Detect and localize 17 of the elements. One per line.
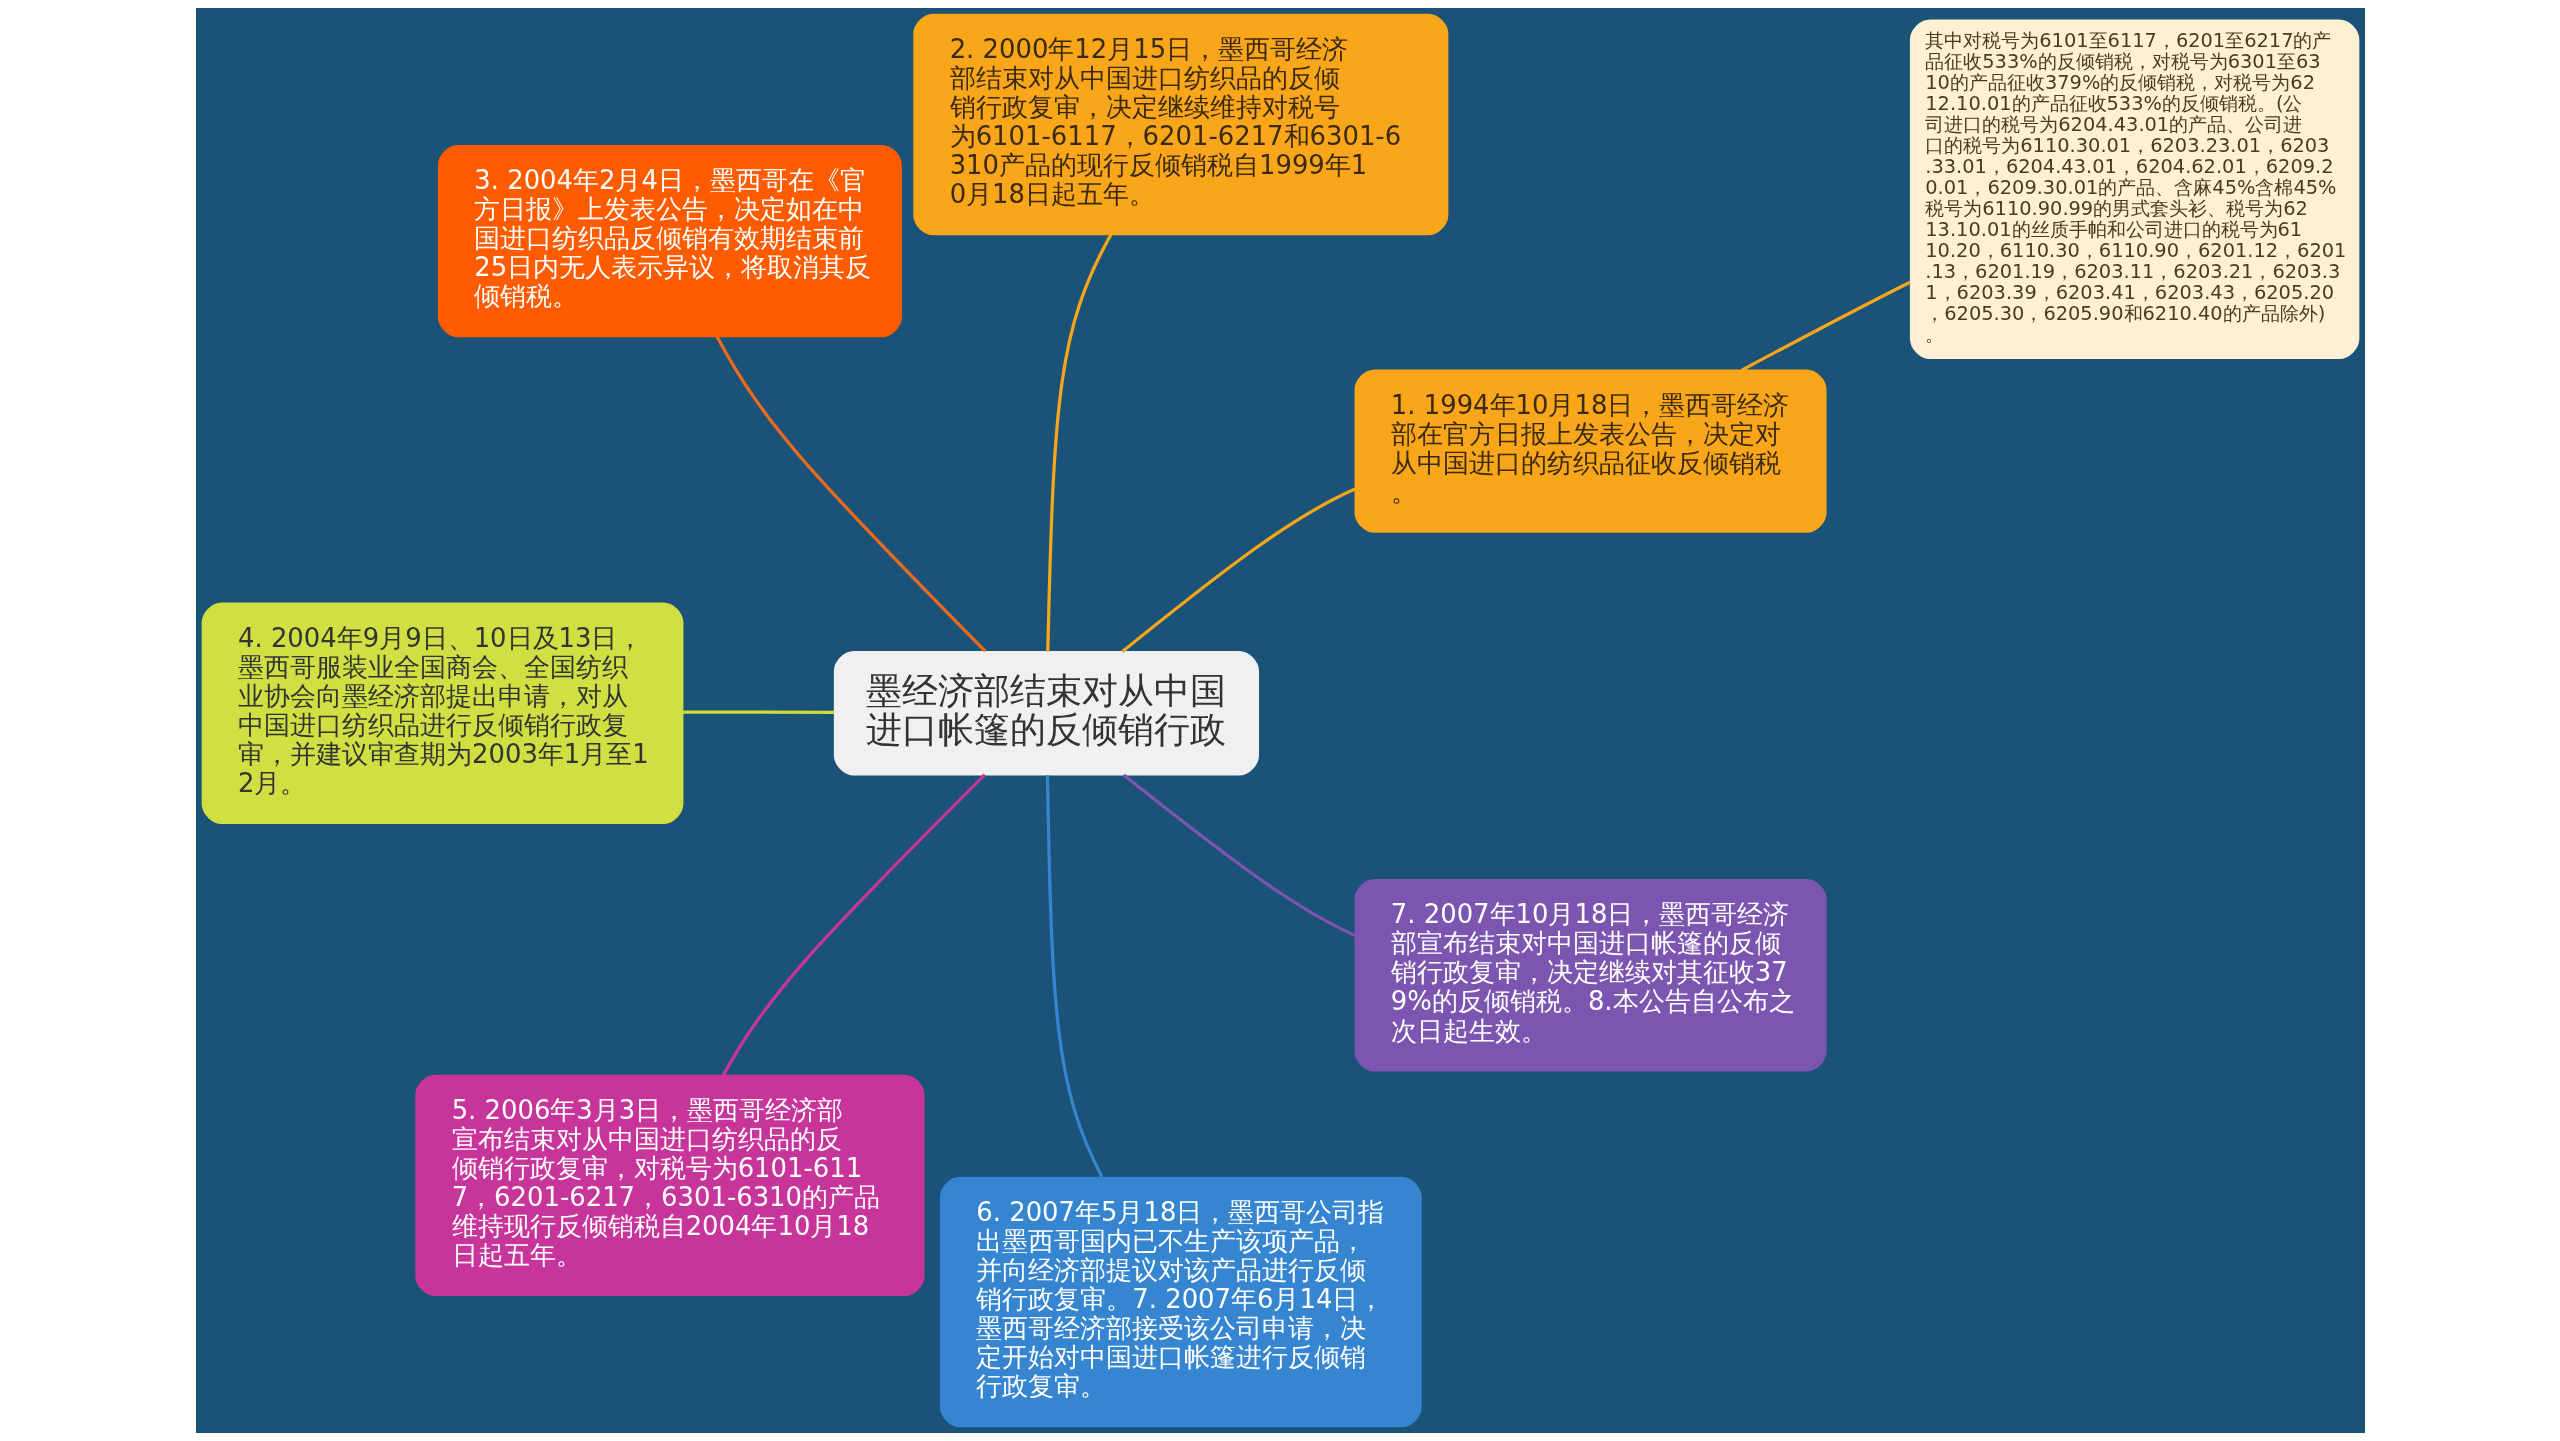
connector bbox=[1122, 773, 1356, 937]
node-box: 7. 2007年10月18日，墨西哥经济部宣布结束对中国进口帐篷的反倾销行政复审，决定继续对其征收379%的反倾销税。8.本公告自公布之次日起生效。 bbox=[1354, 879, 1827, 1072]
connector bbox=[1120, 487, 1356, 653]
node-box: 6. 2007年5月18日，墨西哥公司指出墨西哥国内已不生产该项产品，并向经济部提议对该产品进行反倾销行政复审。7. 2007年6月14日，墨西哥经济部接受该公司申请，决定开始对中国进口帐篷进行反倾销行政复审。 bbox=[939, 1176, 1422, 1428]
connector bbox=[1045, 775, 1103, 1178]
connector bbox=[1045, 233, 1112, 652]
connector bbox=[721, 773, 986, 1077]
connector bbox=[682, 710, 834, 715]
node-box: 其中对税号为6101至6117，6201至6217的产品征收533%的反倾销税，对税号为6301至6310的产品征收379%的反倾销税，对税号为6212.10.01的产品征收533%的反倾销税。(公司进口的税号为6204.43.01的产品、公司进口的税号为6110.30.01，6203.23.01，6203.33.01，6204.43.01，6204.62.01，6209.20.01，6209.30.01的产品、含麻45%含棉45%税号为6110.90.99的男式套头衫、税号为6213.10.01的丝质手帕和公司进口的税号为6110.20，6110.30，6110.90，6201.12，6201.13，6201.19，6203.11，6203.21，6203.31，6203.39，6203.41，6203.43，6205.20，6205.30，6205.90和6210.40的产品除外)。 bbox=[1909, 19, 2359, 359]
node-box: 5. 2006年3月3日，墨西哥经济部宣布结束对从中国进口纺织品的反倾销行政复审，对税号为6101-6117，6201-6217，6301-6310的产品维持现行反倾销税自2004年10月18日起五年。 bbox=[414, 1074, 925, 1297]
connector bbox=[1740, 280, 1911, 372]
node-box: 3. 2004年2月4日，墨西哥在《官方日报》上发表公告，决定如在中国进口纺织品反倾销有效期结束前25日内无人表示异议，将取消其反倾销税。 bbox=[437, 144, 902, 338]
node-box: 2. 2000年12月15日，墨西哥经济部结束对从中国进口纺织品的反倾销行政复审，决定继续维持对税号为6101-6117，6201-6217和6301-6310产品的现行反倾销税自1999年10月18日起五年。 bbox=[912, 13, 1448, 236]
node-box: 4. 2004年9月9日、10日及13日，墨西哥服装业全国商会、全国纺织业协会向墨经济部提出申请，对从中国进口纺织品进行反倾销行政复审，并建议审查期为2003年1月至12月。 bbox=[201, 602, 683, 824]
node-box: 墨经济部结束对从中国进口帐篷的反倾销行政 bbox=[833, 651, 1259, 776]
connector bbox=[715, 335, 986, 653]
node-box: 1. 1994年10月18日，墨西哥经济部在官方日报上发表公告，决定对从中国进口的纺织品征收反倾销税。 bbox=[1354, 369, 1827, 533]
